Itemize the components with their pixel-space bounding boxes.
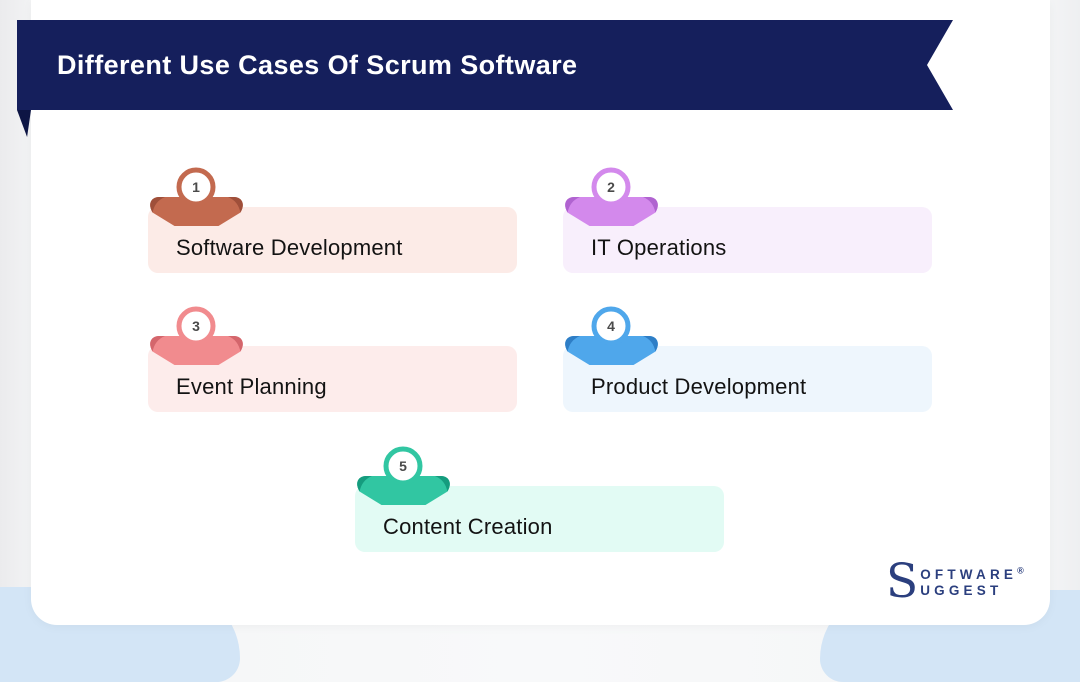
logo-line-bottom: UGGEST <box>920 583 1024 599</box>
ribbon-number: 2 <box>607 179 615 195</box>
use-case-card-product-development: 4 Product Development <box>563 346 932 412</box>
use-case-label: Content Creation <box>355 486 724 552</box>
use-case-label: Event Planning <box>148 346 517 412</box>
ribbon-number: 5 <box>399 458 407 474</box>
ribbon-number: 1 <box>192 179 200 195</box>
use-case-card-it-operations: 2 IT Operations <box>563 207 932 273</box>
use-case-card-event-planning: 3 Event Planning <box>148 346 517 412</box>
use-case-label: IT Operations <box>563 207 932 273</box>
logo-initial: S <box>886 563 918 602</box>
banner-fold <box>17 110 31 137</box>
registered-mark: ® <box>1017 566 1024 576</box>
use-case-label: Product Development <box>563 346 932 412</box>
use-case-card-software-development: 1 Software Development <box>148 207 517 273</box>
use-case-label: Software Development <box>148 207 517 273</box>
page-title: Different Use Cases Of Scrum Software <box>57 50 577 81</box>
use-case-card-content-creation: 5 Content Creation <box>355 486 724 552</box>
softwaresuggest-logo: S OFTWARE® UGGEST <box>886 563 1024 602</box>
ribbon-number: 3 <box>192 318 200 334</box>
infographic-page: Different Use Cases Of Scrum Software 1 … <box>0 0 1080 662</box>
logo-line-top: OFTWARE® <box>920 567 1024 583</box>
ribbon-number: 4 <box>607 318 615 334</box>
title-banner: Different Use Cases Of Scrum Software <box>17 20 953 110</box>
